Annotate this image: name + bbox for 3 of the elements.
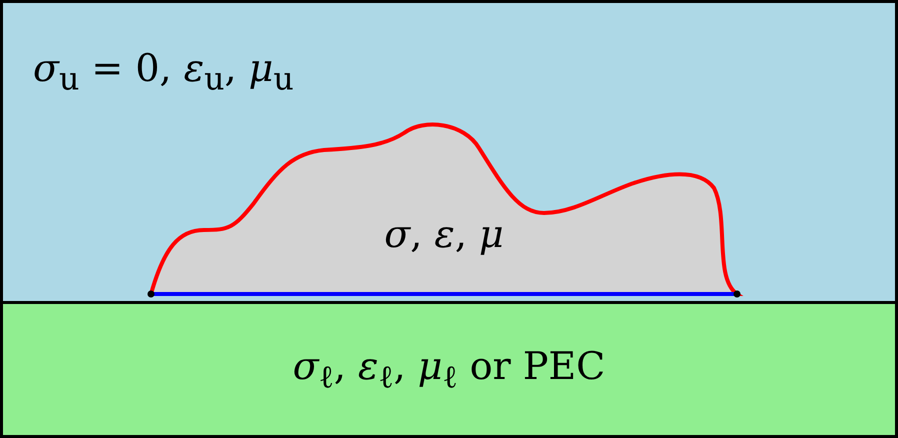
lower-region: [0, 301, 898, 438]
material-parameters-label: σ$_{ℓ}$, ε$_{ℓ}$, μ$_{ℓ}$ or PEC: [292, 346, 606, 396]
material-parameters-label: σ$_{u}$ = 0, ε$_{u}$, μ$_{u}$: [33, 48, 294, 98]
